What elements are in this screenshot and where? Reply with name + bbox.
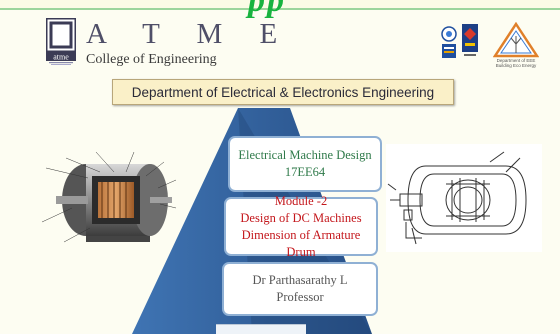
- module-number: Module -2: [274, 193, 328, 208]
- dc-motor-cutaway-icon: [41, 151, 177, 243]
- course-card: Electrical Machine Design 17EE64: [228, 136, 382, 192]
- triangle-turbine-logo-icon: [493, 22, 539, 58]
- author-card: Dr Parthasarathy L Professor: [222, 262, 378, 316]
- top-partial-text: pp: [248, 0, 286, 19]
- atme-logo-icon: atme: [46, 18, 76, 66]
- module-card: Module -2 Design of DC Machines Dimensio…: [224, 194, 378, 259]
- course-code: 17EE64: [284, 165, 326, 179]
- logo-label: atme: [53, 53, 69, 62]
- author-name: Dr Parthasarathy L: [252, 273, 348, 287]
- partner-logos: [441, 22, 479, 62]
- bottom-card-edge: [216, 324, 306, 334]
- dept-logo-caption: Department of EEE Building Eco Energy: [495, 58, 537, 68]
- college-name: College of Engineering: [86, 52, 217, 67]
- college-acronym: A T M E: [86, 18, 293, 50]
- aicte-logo-icon: [441, 26, 457, 58]
- department-banner: Department of Electrical & Electronics E…: [112, 79, 454, 105]
- course-title: Electrical Machine Design: [238, 148, 372, 162]
- vtu-logo-icon: [462, 24, 478, 56]
- module-subtitle: Dimension of Armature Drum: [241, 227, 361, 259]
- dc-machine-schematic-icon: [386, 144, 542, 252]
- module-title: Design of DC Machines: [240, 210, 362, 225]
- author-role: Professor: [276, 290, 324, 304]
